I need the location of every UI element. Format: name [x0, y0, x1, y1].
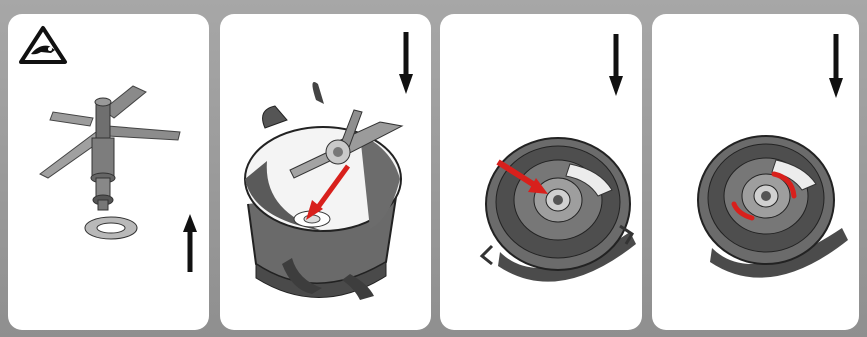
step-1-panel [8, 14, 209, 330]
bowl-underside-image [698, 136, 848, 278]
step-3-panel [440, 14, 642, 330]
bowl-underside-image [482, 138, 636, 282]
step-4-panel [652, 14, 859, 330]
arrow-up-icon [183, 214, 197, 272]
step-2-illustration [220, 14, 431, 330]
hand-blade-warning-icon [21, 28, 65, 62]
bowl-base-image [245, 82, 401, 300]
down-arrow-icon [829, 34, 843, 98]
step-1-illustration [8, 14, 209, 330]
down-arrow-icon [609, 34, 623, 96]
down-arrow-icon [399, 32, 413, 94]
blade-assembly-image [40, 86, 180, 210]
step-3-illustration [440, 14, 642, 330]
seal-ring-image [85, 217, 137, 239]
step-4-illustration [652, 14, 859, 330]
step-2-panel [220, 14, 431, 330]
